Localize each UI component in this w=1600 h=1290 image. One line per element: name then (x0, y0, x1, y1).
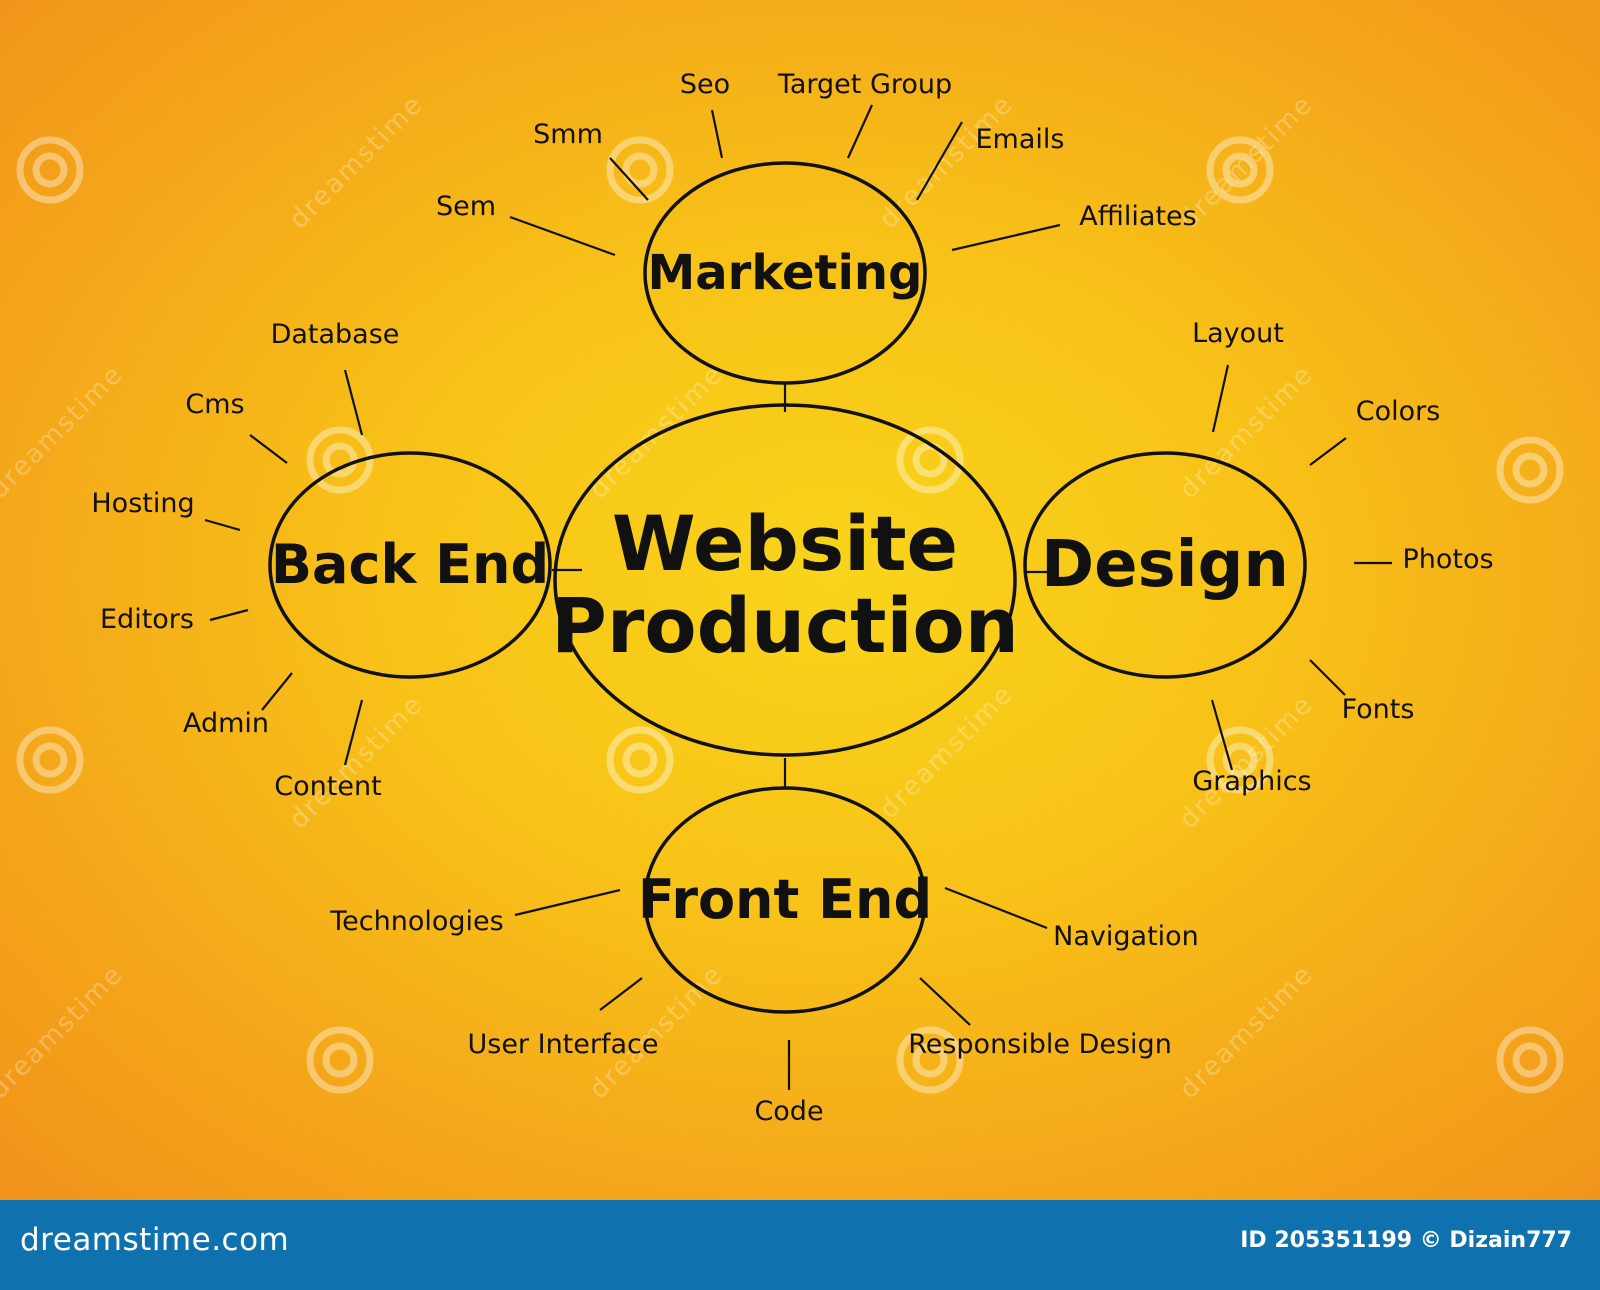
watermark-logo-icon (1222, 742, 1258, 778)
design-leaf-label: Layout (1192, 318, 1284, 349)
front-end-node-ellipse (643, 786, 927, 1014)
back-end-leaf-label: Content (274, 771, 381, 802)
back-end-leaf-connector (204, 518, 241, 532)
design-leaf-label: Photos (1402, 544, 1493, 575)
watermark-logo-icon (606, 136, 674, 204)
back-end-node-label: Back End (271, 533, 549, 596)
design-node-label: Design (1041, 528, 1289, 602)
watermark-logo-icon (1512, 452, 1548, 488)
marketing-leaf-connector (846, 104, 874, 159)
watermark-logo-icon (322, 442, 358, 478)
back-end-leaf-connector (343, 369, 364, 436)
front-end-leaf-label: Technologies (329, 906, 503, 937)
back-end-leaf-connector (209, 608, 249, 622)
watermark-logo-icon (16, 136, 84, 204)
marketing-leaf-label: Target Group (777, 69, 952, 100)
watermark-text: dreamstime (1174, 959, 1320, 1105)
watermark-logo-icon (1512, 1042, 1548, 1078)
watermark-logo-icon (1206, 726, 1274, 794)
image-credit: ID 205351199 © Dizain777 (1240, 1228, 1572, 1253)
watermark-logo-icon (1222, 152, 1258, 188)
marketing-node-label: Marketing (648, 245, 923, 301)
watermark-text: dreamstime (874, 679, 1020, 825)
watermark-logo-icon (1206, 136, 1274, 204)
center-node-label: Production (551, 581, 1019, 670)
design-leaf-label: Colors (1356, 396, 1441, 427)
design-leaf-connector (1211, 364, 1230, 433)
marketing-leaf-label: Sem (436, 191, 496, 222)
back-end-leaf-label: Cms (185, 389, 244, 420)
watermark-text: dreamstime (874, 89, 1020, 235)
watermark-text: dreamstime (0, 959, 130, 1105)
watermark-logo-icon (896, 1026, 964, 1094)
back-end-node-ellipse (268, 451, 552, 679)
front-end-leaf-connector (944, 886, 1048, 930)
back-end-leaf-connector (249, 434, 288, 464)
watermark-logo-icon (912, 1042, 948, 1078)
front-end-leaf-label: Responsible Design (908, 1029, 1172, 1060)
watermark-text: dreamstime (1174, 359, 1320, 505)
marketing-leaf-label: Emails (976, 124, 1065, 155)
watermark-logo-icon (606, 726, 674, 794)
watermark-logo-icon (622, 742, 658, 778)
marketing-leaf-connector (916, 121, 963, 201)
marketing-leaf-connector (609, 157, 649, 201)
watermark-text: dreamstime (584, 359, 730, 505)
mind-map-canvas: dreamstime dreamstime dreamstime dreamstime… (0, 0, 1600, 1200)
design-leaf-connector (1309, 437, 1347, 466)
front-end-leaf-connector (514, 888, 621, 917)
watermark-logo-icon (306, 426, 374, 494)
watermark-logo-icon (896, 426, 964, 494)
design-node-ellipse (1023, 451, 1307, 679)
design-leaf-connector (1309, 659, 1346, 696)
watermark-logo-icon (306, 1026, 374, 1094)
marketing-leaf-connector (710, 109, 724, 159)
back-end-leaf-label: Admin (183, 708, 269, 739)
watermark-logo-icon (322, 1042, 358, 1078)
watermark-logo-icon (1496, 436, 1564, 504)
marketing-node-ellipse (643, 161, 927, 385)
marketing-leaf-connector (509, 215, 616, 257)
front-end-leaf-label: User Interface (467, 1029, 658, 1060)
watermark-logo-icon (1496, 1026, 1564, 1094)
watermark-logo-icon (32, 152, 68, 188)
front-end-leaf-connector (919, 977, 971, 1026)
watermark-logo-icon (32, 742, 68, 778)
front-end-node-label: Front End (638, 868, 932, 931)
marketing-leaf-label: Seo (680, 69, 730, 100)
back-end-leaf-label: Hosting (91, 488, 194, 519)
watermark-text: dreamstime (284, 89, 430, 235)
watermark-text: dreamstime (0, 359, 130, 505)
back-end-leaf-connector (343, 699, 364, 766)
design-leaf-label: Fonts (1342, 694, 1415, 725)
back-end-leaf-label: Editors (100, 604, 194, 635)
design-leaf-label: Graphics (1192, 766, 1311, 797)
watermark-text: dreamstime (284, 689, 430, 835)
marketing-leaf-label: Smm (533, 119, 603, 150)
watermark-logo-icon (16, 726, 84, 794)
marketing-leaf-connector (951, 223, 1061, 252)
front-end-leaf-label: Navigation (1053, 921, 1199, 952)
watermark-text: dreamstime (1174, 689, 1320, 835)
footer-bar: dreamstime.com ID 205351199 © Dizain777 (0, 1200, 1600, 1290)
mind-map-diagram: dreamstime dreamstime dreamstime dreamstime… (0, 69, 1564, 1127)
back-end-leaf-label: Database (271, 319, 400, 350)
front-end-leaf-connector (599, 977, 643, 1011)
footer-brand[interactable]: dreamstime.com (20, 1222, 290, 1258)
design-leaf-connector (1210, 699, 1234, 771)
front-end-leaf-label: Code (754, 1096, 823, 1127)
marketing-leaf-label: Affiliates (1079, 201, 1196, 232)
back-end-leaf-connector (261, 672, 293, 711)
center-node-label: Website (612, 499, 958, 588)
watermark-logo-icon (622, 152, 658, 188)
